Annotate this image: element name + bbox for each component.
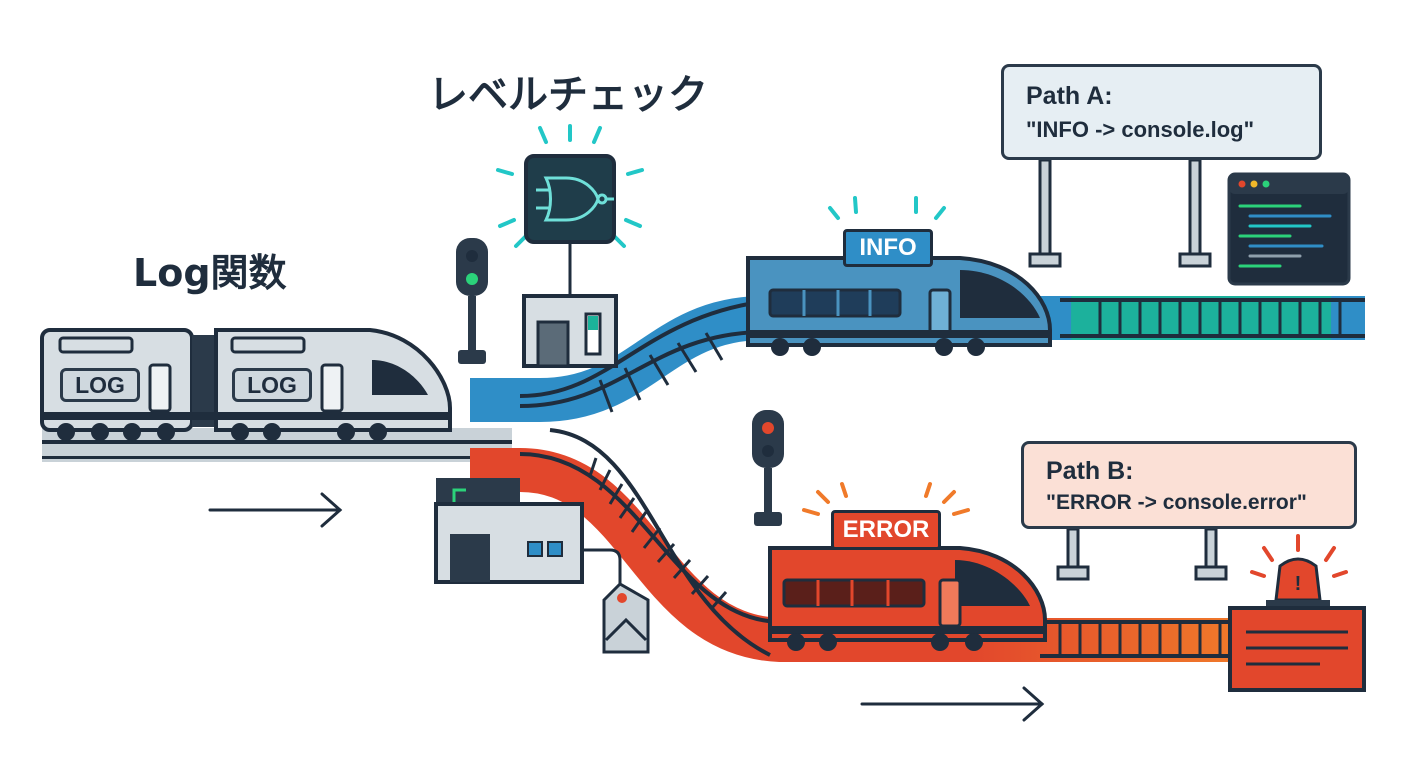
info-badge: INFO	[843, 229, 933, 267]
path-a-body: "INFO -> console.log"	[1026, 117, 1255, 142]
log-function-title: Log関数	[133, 251, 287, 295]
control-hut-upper	[522, 294, 618, 368]
track-switch-lever-icon	[602, 582, 650, 654]
error-badge: ERROR	[831, 510, 941, 550]
error-branch-track	[470, 428, 1240, 662]
error-track-ties	[588, 457, 1222, 656]
train-car-label: LOG	[60, 368, 140, 402]
direction-arrow	[208, 492, 343, 528]
sign-b-posts	[1056, 527, 1228, 581]
traffic-light-icon	[456, 238, 488, 364]
traffic-light-icon-red	[752, 410, 784, 526]
log-train-wheels	[57, 423, 387, 441]
level-check-title: レベルチェック	[428, 72, 708, 118]
log-train	[40, 328, 452, 441]
info-track-ties	[598, 300, 1342, 413]
logic-gate-icon	[496, 124, 644, 296]
sign-a-posts	[1028, 158, 1212, 268]
path-b-sign: Path B: "ERROR -> console.error"	[1021, 441, 1357, 529]
svg-text:!: !	[1295, 573, 1302, 595]
console-window-icon	[1227, 172, 1351, 286]
info-train	[746, 196, 1052, 356]
info-badge-glow	[828, 196, 946, 220]
control-building-lower	[434, 478, 622, 588]
error-train	[768, 482, 1047, 651]
alarm-light-icon: !	[1228, 534, 1366, 692]
path-a-sign: Path A: "INFO -> console.log"	[1001, 64, 1322, 160]
path-b-body: "ERROR -> console.error"	[1046, 491, 1307, 514]
info-branch-track	[470, 296, 1365, 422]
error-badge-glow	[802, 482, 970, 516]
path-b-title: Path B:	[1046, 457, 1134, 485]
train-car-label: LOG	[232, 368, 312, 402]
path-a-title: Path A:	[1026, 82, 1113, 110]
direction-arrow	[860, 686, 1045, 722]
